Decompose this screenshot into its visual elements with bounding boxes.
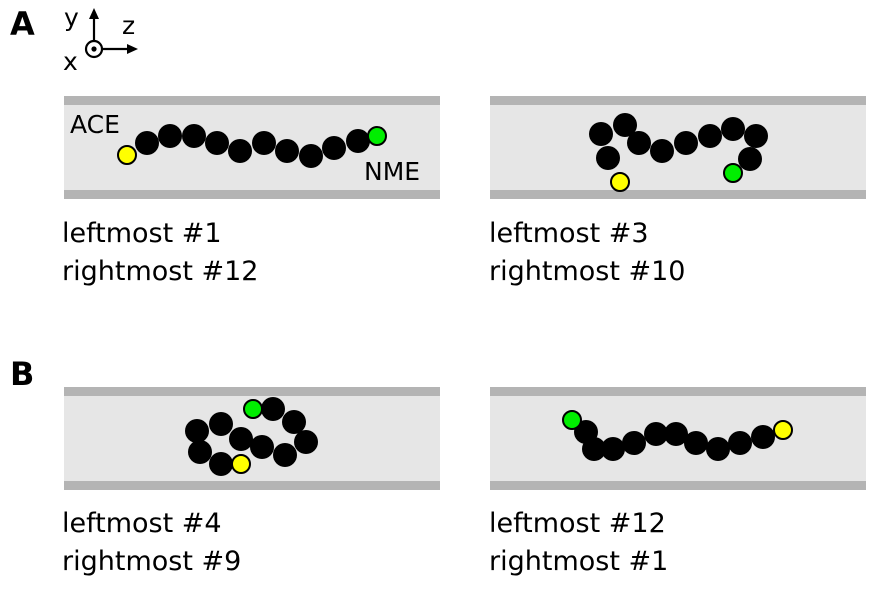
residue-bead [209,452,233,476]
panel-label-b: B [10,355,35,393]
channel-wall-top [64,387,440,396]
nme-label: NME [364,157,420,186]
axis-label-y: y [64,3,79,32]
residue-bead [698,124,722,148]
nme-cap-bead [723,163,743,183]
residue-bead [205,131,229,155]
residue-bead [744,124,768,148]
residue-bead [589,122,613,146]
residue-bead [188,440,212,464]
caption-rightmost: rightmost #10 [489,256,686,287]
panel-label-a: A [10,5,35,43]
ace-cap-bead [231,454,251,474]
residue-bead [613,113,637,137]
channel-panel-a-left: ACE NME [64,96,440,199]
channel-panel-a-right [490,96,866,199]
axis-label-x: x [63,47,78,76]
caption-b-right: leftmost #12 rightmost #1 [489,505,668,581]
residue-bead [728,431,752,455]
nme-cap-bead [367,126,387,146]
residue-bead [229,427,253,451]
caption-rightmost: rightmost #1 [489,546,669,577]
ace-label: ACE [70,110,120,139]
residue-bead [209,412,233,436]
residue-bead [252,131,276,155]
z-arrow-icon [127,44,138,54]
caption-leftmost: leftmost #12 [489,508,666,539]
y-arrow-icon [89,8,99,19]
residue-bead [622,431,646,455]
channel-panel-b-left [64,387,440,490]
caption-leftmost: leftmost #4 [62,508,222,539]
residue-bead [650,139,674,163]
caption-leftmost: leftmost #3 [489,218,649,249]
residue-bead [299,144,323,168]
residue-bead [674,131,698,155]
ace-cap-bead [117,145,137,165]
residue-bead [135,131,159,155]
residue-bead [738,147,762,171]
residue-bead [346,129,370,153]
residue-bead [751,425,775,449]
channel-wall-top [64,96,440,105]
nme-cap-bead [243,399,263,419]
residue-bead [601,437,625,461]
residue-bead [275,139,299,163]
residue-bead [250,435,274,459]
residue-bead [664,422,688,446]
ace-cap-bead [610,172,630,192]
residue-bead [322,136,346,160]
caption-b-left: leftmost #4 rightmost #9 [62,505,241,581]
caption-rightmost: rightmost #12 [62,256,259,287]
ace-cap-bead [773,420,793,440]
caption-a-left: leftmost #1 rightmost #12 [62,215,258,291]
channel-wall-bottom [490,190,866,199]
residue-bead [261,397,285,421]
residue-bead [273,443,297,467]
channel-wall-bottom [490,481,866,490]
residue-bead [706,437,730,461]
residue-bead [596,146,620,170]
axes-indicator: y x z [63,3,138,76]
residue-bead [282,410,306,434]
residue-bead [627,131,651,155]
nme-cap-bead [562,410,582,430]
residue-bead [185,419,209,443]
caption-rightmost: rightmost #9 [62,546,242,577]
residue-bead [228,139,252,163]
channel-wall-top [490,96,866,105]
channel-panel-b-right [490,387,866,490]
residue-bead [684,431,708,455]
axis-label-z: z [122,11,135,40]
channel-wall-top [490,387,866,396]
residue-bead [182,124,206,148]
channel-wall-bottom [64,190,440,199]
caption-leftmost: leftmost #1 [62,218,222,249]
caption-a-right: leftmost #3 rightmost #10 [489,215,685,291]
residue-bead [644,422,668,446]
residue-bead [158,124,182,148]
residue-bead [294,430,318,454]
residue-bead [721,117,745,141]
channel-wall-bottom [64,481,440,490]
